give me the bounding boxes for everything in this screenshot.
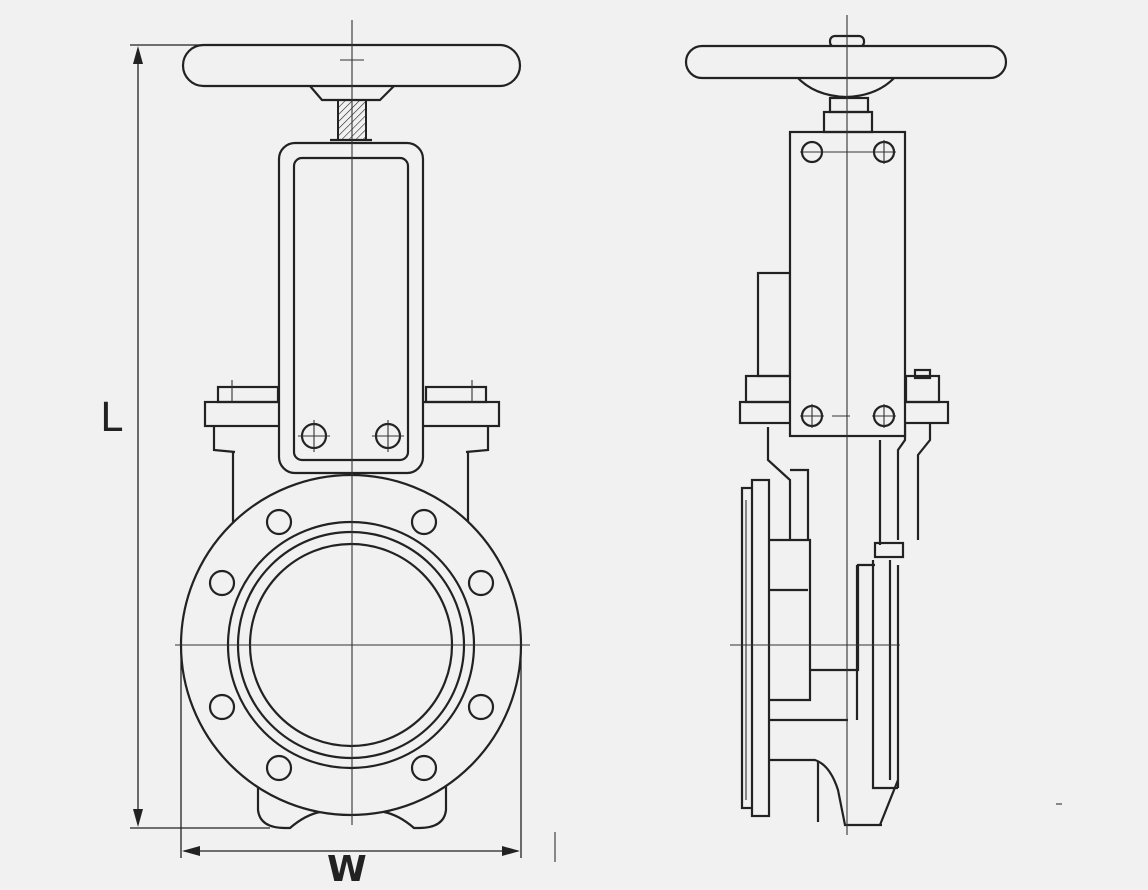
- length-dimension-label: L: [100, 395, 123, 441]
- bolt-hole: [265, 508, 293, 536]
- bolt-hole: [208, 569, 236, 597]
- bolt-hole: [208, 693, 236, 721]
- side-flange-face: [740, 478, 771, 818]
- bolt-hole: [410, 754, 438, 782]
- dimension-L: [130, 44, 270, 829]
- side-view: [554, 15, 1062, 862]
- bolt-hole: [265, 754, 293, 782]
- front-centerlines: [175, 20, 530, 825]
- dimension-W: [180, 645, 522, 858]
- front-yoke: [277, 141, 425, 475]
- bolt-hole: [410, 508, 438, 536]
- bolt-hole: [467, 693, 495, 721]
- side-centerlines: [730, 15, 900, 835]
- side-handwheel: [684, 44, 1008, 80]
- front-lugs: [256, 780, 448, 830]
- bolt-hole: [467, 569, 495, 597]
- width-dimension-label: W: [327, 849, 367, 890]
- side-body: [770, 538, 905, 827]
- front-body-neck: [212, 425, 490, 530]
- front-view: [130, 20, 530, 858]
